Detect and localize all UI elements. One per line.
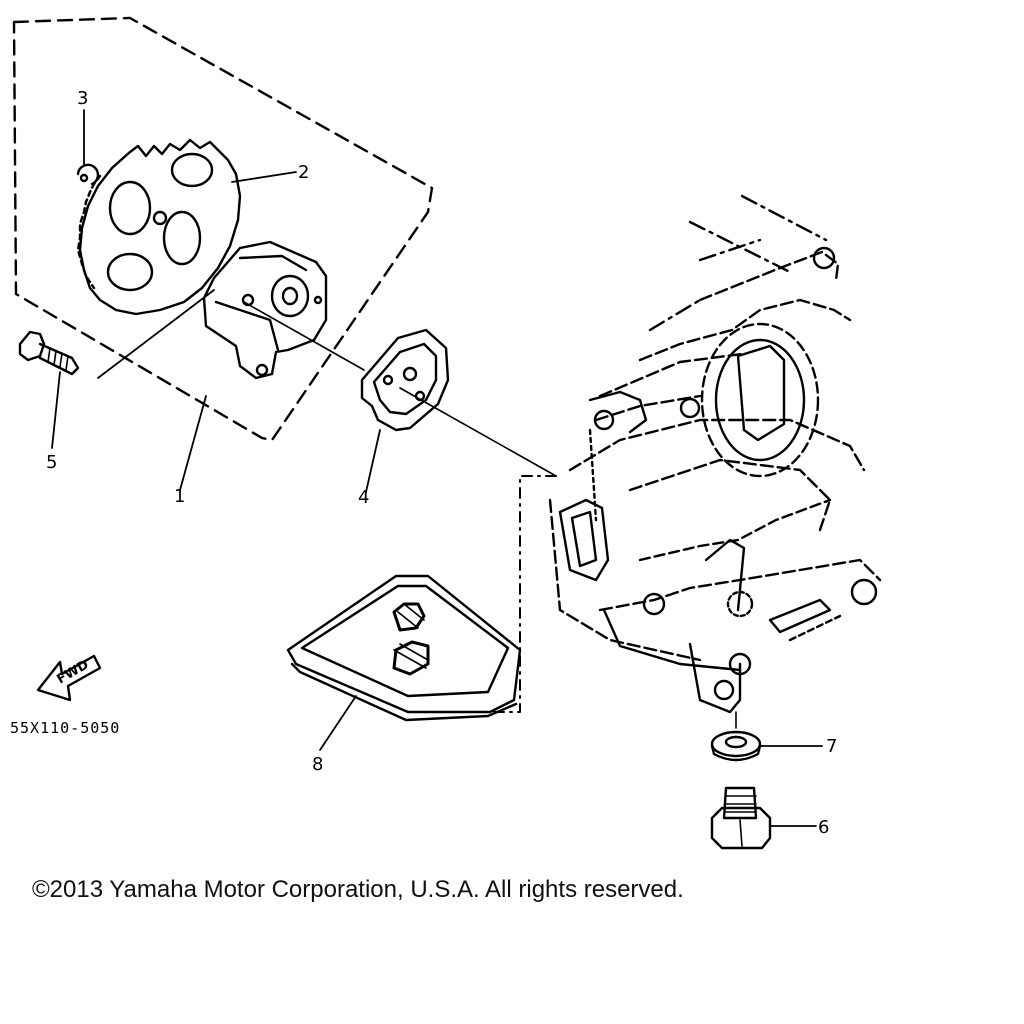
- drain-washer: [710, 711, 823, 762]
- fwd-arrow-icon: [36, 654, 102, 702]
- exploded-parts-diagram: FWD 55X110-5050 1 2 3 4 5 6 7 8: [10, 16, 882, 850]
- drain-bolt: [710, 786, 817, 850]
- sprocket-gear: [76, 138, 242, 316]
- callout-7: 7: [826, 736, 837, 757]
- oil-pump-body: [202, 240, 328, 380]
- part-code: 55X110-5050: [10, 719, 120, 737]
- oil-strainer: [286, 574, 522, 751]
- circlip: [76, 109, 100, 186]
- callout-3: 3: [77, 88, 88, 109]
- callout-2: 2: [298, 162, 309, 183]
- crankcase: [548, 194, 882, 714]
- assembly-group-outline: [12, 16, 434, 442]
- callout-6: 6: [818, 817, 829, 838]
- callout-4: 4: [358, 487, 369, 508]
- callout-5: 5: [46, 452, 57, 473]
- copyright-notice: ©2013 Yamaha Motor Corporation, U.S.A. A…: [32, 876, 684, 903]
- callout-8: 8: [312, 754, 323, 775]
- bolt: [18, 330, 80, 449]
- callout-1: 1: [174, 486, 185, 507]
- gasket: [360, 328, 450, 493]
